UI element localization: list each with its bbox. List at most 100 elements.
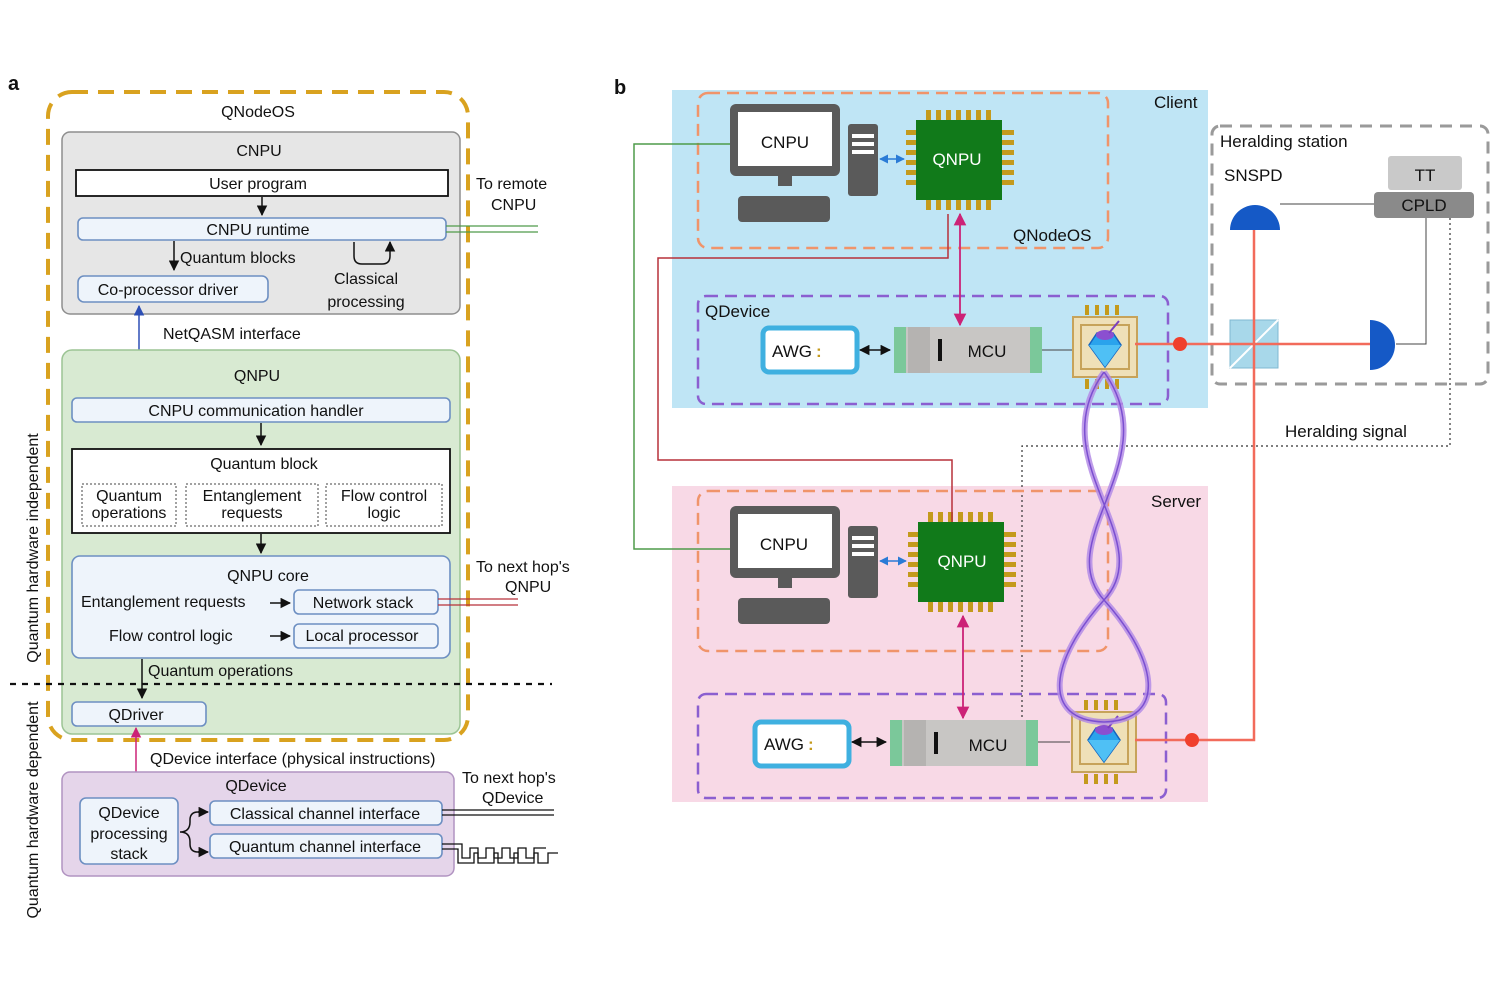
client-qnodeos-box (696, 91, 1110, 250)
entanglement-loop-inner (1058, 371, 1150, 723)
core-entanglement-label: Entanglement requests (81, 594, 246, 611)
detector-right (1370, 320, 1395, 370)
quantum-block-title: Quantum block (210, 456, 319, 473)
client-qdevice-label: QDevice (705, 302, 770, 321)
qdevice-title: QDevice (225, 778, 286, 795)
cpld-label: CPLD (1401, 196, 1446, 215)
server-optical-path (1135, 230, 1256, 742)
client-qnodeos-label: QNodeOS (1013, 226, 1091, 245)
client-mcu-label: MCU (968, 342, 1007, 361)
qdevice-stack-3: stack (110, 846, 148, 863)
to-next-qnpu-1: To next hop's (476, 559, 570, 576)
comm-handler-box (71, 397, 451, 423)
network-stack-box (293, 589, 439, 615)
hw-independent-label: Quantum hardware independent (25, 433, 42, 663)
local-processor-box (293, 623, 439, 649)
classical-channel-label: Classical channel interface (230, 806, 420, 823)
heralding-signal-label: Heralding signal (1285, 422, 1407, 441)
client-cnpu-label: CNPU (761, 133, 809, 152)
qnpu-core-title: QNPU core (227, 568, 309, 585)
client-qnpu-chip (906, 110, 1014, 210)
server-qdevice-box (696, 692, 1168, 800)
core-flow-label: Flow control logic (109, 628, 233, 645)
qdriver-box (71, 701, 207, 727)
server-qnpu-chip (908, 512, 1016, 612)
server-label: Server (1151, 492, 1201, 511)
server-diamond-chip (1071, 699, 1137, 785)
to-remote-cnpu-2: CNPU (491, 197, 536, 214)
qnpu-title: QNPU (234, 368, 280, 385)
qb-entanglement-1: Entanglement (203, 488, 302, 505)
classical-processing-2: processing (327, 294, 404, 311)
quantum-blocks-label: Quantum blocks (180, 250, 296, 267)
panel-b-label: b (614, 77, 626, 99)
client-qnpu-label: QNPU (932, 150, 981, 169)
next-qdevice-quantum-wave-2 (442, 848, 558, 864)
netqasm-interface-label: NetQASM interface (163, 326, 301, 343)
qnodeos-boundary (46, 90, 470, 742)
client-qdevice-box (696, 294, 1170, 406)
heralding-signal-line (1021, 218, 1451, 742)
server-awg-box (752, 719, 852, 769)
qb-operations-1: Quantum (96, 488, 162, 505)
panel-a-label: a (8, 73, 20, 95)
user-program-box (75, 169, 449, 197)
cnpu-title: CNPU (236, 143, 281, 160)
classical-processing-1: Classical (334, 271, 398, 288)
qnodeos-title: QNodeOS (221, 104, 295, 121)
tt-box (1388, 156, 1462, 190)
qb-flow-box (325, 483, 443, 527)
qb-operations-box (81, 483, 177, 527)
qnpu-qnpu-link (657, 214, 953, 522)
classical-loop-arrow (353, 240, 396, 265)
cnpu-cnpu-link (633, 143, 730, 550)
qdevice-interface-label: QDevice interface (physical instructions… (150, 751, 435, 768)
snspd-label: SNSPD (1224, 166, 1283, 185)
detector-top (1230, 205, 1280, 230)
qdriver-label: QDriver (108, 707, 164, 724)
client-label: Client (1154, 93, 1198, 112)
heralding-station-box (1210, 124, 1490, 386)
network-stack-label: Network stack (313, 595, 414, 612)
qdevice-brace (179, 811, 206, 853)
client-awg-label: AWG (772, 342, 812, 361)
cnpu-runtime-box (77, 217, 447, 241)
client-photon (1173, 337, 1187, 351)
quantum-channel-box (209, 833, 443, 859)
to-next-qnpu-2: QNPU (505, 579, 551, 596)
server-qnpu-label: QNPU (937, 552, 986, 571)
tt-label: TT (1415, 166, 1436, 185)
heralding-station-label: Heralding station (1220, 132, 1348, 151)
coprocessor-driver-box (77, 275, 269, 303)
server-cnpu-label: CNPU (760, 535, 808, 554)
server-photon (1185, 733, 1199, 747)
server-mcu (890, 720, 1038, 766)
server-awg-colon: : (808, 735, 814, 754)
server-qnodeos-box (696, 489, 1110, 653)
qdevice-stack-2: processing (90, 826, 167, 843)
qb-flow-2: logic (368, 505, 401, 522)
qb-operations-2: operations (92, 505, 167, 522)
quantum-channel-label: Quantum channel interface (229, 839, 421, 856)
qdevice-stack-box (79, 797, 179, 865)
user-program-label: User program (209, 176, 307, 193)
cnpu-runtime-label: CNPU runtime (206, 222, 309, 239)
qb-entanglement-box (185, 483, 319, 527)
qb-entanglement-2: requests (221, 505, 282, 522)
server-mcu-label: MCU (969, 736, 1008, 755)
to-remote-cnpu-1: To remote (476, 176, 547, 193)
detector-right-wire (1396, 218, 1427, 345)
quantum-operations-label: Quantum operations (148, 663, 293, 680)
to-next-qdevice-1: To next hop's (462, 770, 556, 787)
client-awg-colon: : (816, 342, 822, 361)
classical-channel-box (209, 800, 443, 826)
to-next-qdevice-2: QDevice (482, 790, 543, 807)
comm-handler-label: CNPU communication handler (148, 403, 364, 420)
local-processor-label: Local processor (306, 628, 420, 645)
cpld-box (1374, 192, 1474, 218)
coprocessor-driver-label: Co-processor driver (98, 282, 239, 299)
qb-flow-1: Flow control (341, 488, 427, 505)
qdevice-stack-1: QDevice (98, 805, 159, 822)
server-awg-label: AWG (764, 735, 804, 754)
